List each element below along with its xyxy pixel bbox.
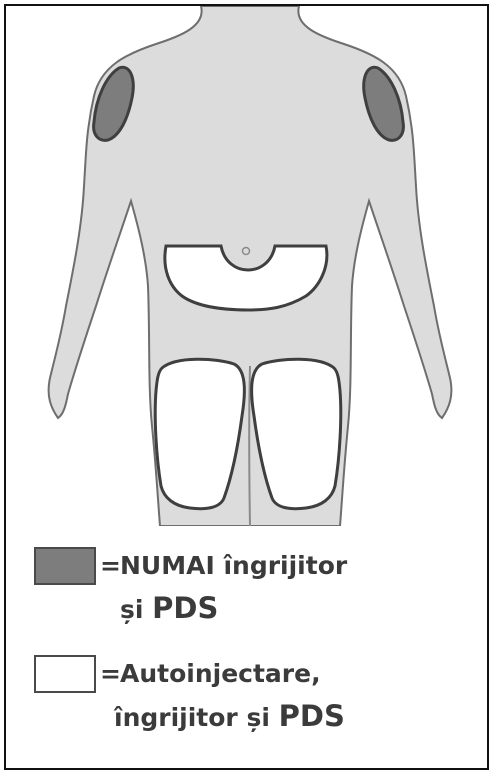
legend-text-line2: și PDS: [120, 589, 218, 629]
legend-equals: =: [100, 547, 121, 585]
body-figure: [6, 6, 489, 526]
legend-text-prefix: îngrijitor și: [114, 703, 279, 732]
legend-text-line2: îngrijitor și PDS: [114, 697, 345, 737]
legend-swatch-gray: [34, 547, 96, 585]
legend-equals: =: [100, 655, 121, 693]
legend-text-emphasis: PDS: [279, 699, 345, 733]
leg-gap: [249, 366, 250, 526]
figure-frame: = NUMAI îngrijitor și PDS = Autoinjectar…: [4, 4, 489, 770]
legend-swatch-white: [34, 655, 96, 693]
legend-text-line1: NUMAI îngrijitor: [120, 547, 347, 585]
legend-text-prefix: și: [120, 595, 152, 624]
legend-text-emphasis: PDS: [152, 591, 218, 625]
legend-text-line1: Autoinjectare,: [120, 655, 321, 693]
